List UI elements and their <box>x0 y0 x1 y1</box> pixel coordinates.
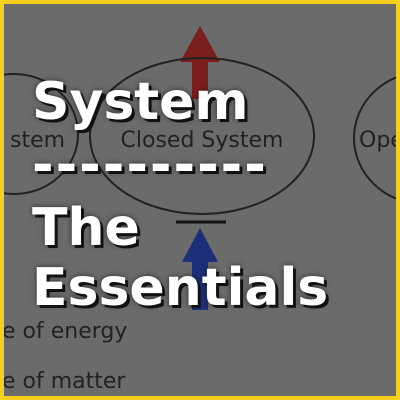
open-system-ellipse <box>353 76 396 200</box>
left-system-label: stem <box>10 128 65 153</box>
closed-system-ellipse <box>89 57 315 215</box>
title-divider: ---------- <box>32 135 268 195</box>
open-system-label: Ope <box>359 128 396 153</box>
legend-matter-label: e of matter <box>4 369 126 394</box>
left-system-ellipse <box>4 73 79 195</box>
energy-in-arrow <box>182 228 218 310</box>
title-overlay: System ---------- The Essentials <box>4 4 396 396</box>
title-line-3: Essentials <box>32 258 329 318</box>
system-diagram-background: stem Closed System Ope e of energy e of … <box>4 4 396 396</box>
closed-system-label: Closed System <box>121 128 284 153</box>
energy-out-arrow <box>180 26 220 99</box>
legend-energy-label: e of energy <box>4 319 127 344</box>
title-line-1: System <box>32 72 249 132</box>
title-line-2: The <box>32 198 140 258</box>
